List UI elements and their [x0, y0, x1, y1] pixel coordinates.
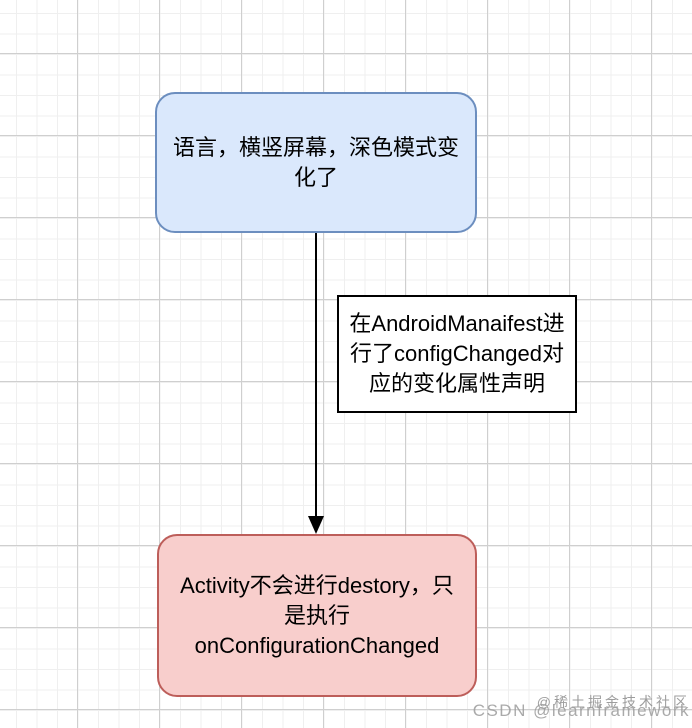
connector-shaft — [315, 233, 317, 518]
node-text-line: 应的变化属性声明 — [368, 371, 545, 396]
node-text-line: 语言，横竖屏幕，深色模式变 — [172, 134, 459, 160]
node-text-line: 在AndroidManaifest进 — [349, 311, 565, 336]
node-manifest-declaration-label: 在AndroidManaifest进 行了configChanged对 应的变化… — [337, 295, 577, 413]
watermark-juejin: @稀土掘金技术社区 — [536, 694, 690, 710]
node-text-line: 行了configChanged对 — [349, 341, 564, 366]
node-text-line: onConfigurationChanged — [194, 632, 440, 658]
node-text-line: Activity不会进行destory，只 — [180, 572, 454, 598]
arrow-down-icon — [308, 516, 324, 534]
watermark-csdn: CSDN @learnframework — [472, 701, 690, 720]
node-activity-result: Activity不会进行destory，只 是执行 onConfiguratio… — [157, 534, 477, 697]
node-text-line: 化了 — [293, 164, 338, 190]
node-configuration-change: 语言，横竖屏幕，深色模式变 化了 — [155, 92, 477, 233]
node-text-line: 是执行 — [283, 602, 350, 628]
